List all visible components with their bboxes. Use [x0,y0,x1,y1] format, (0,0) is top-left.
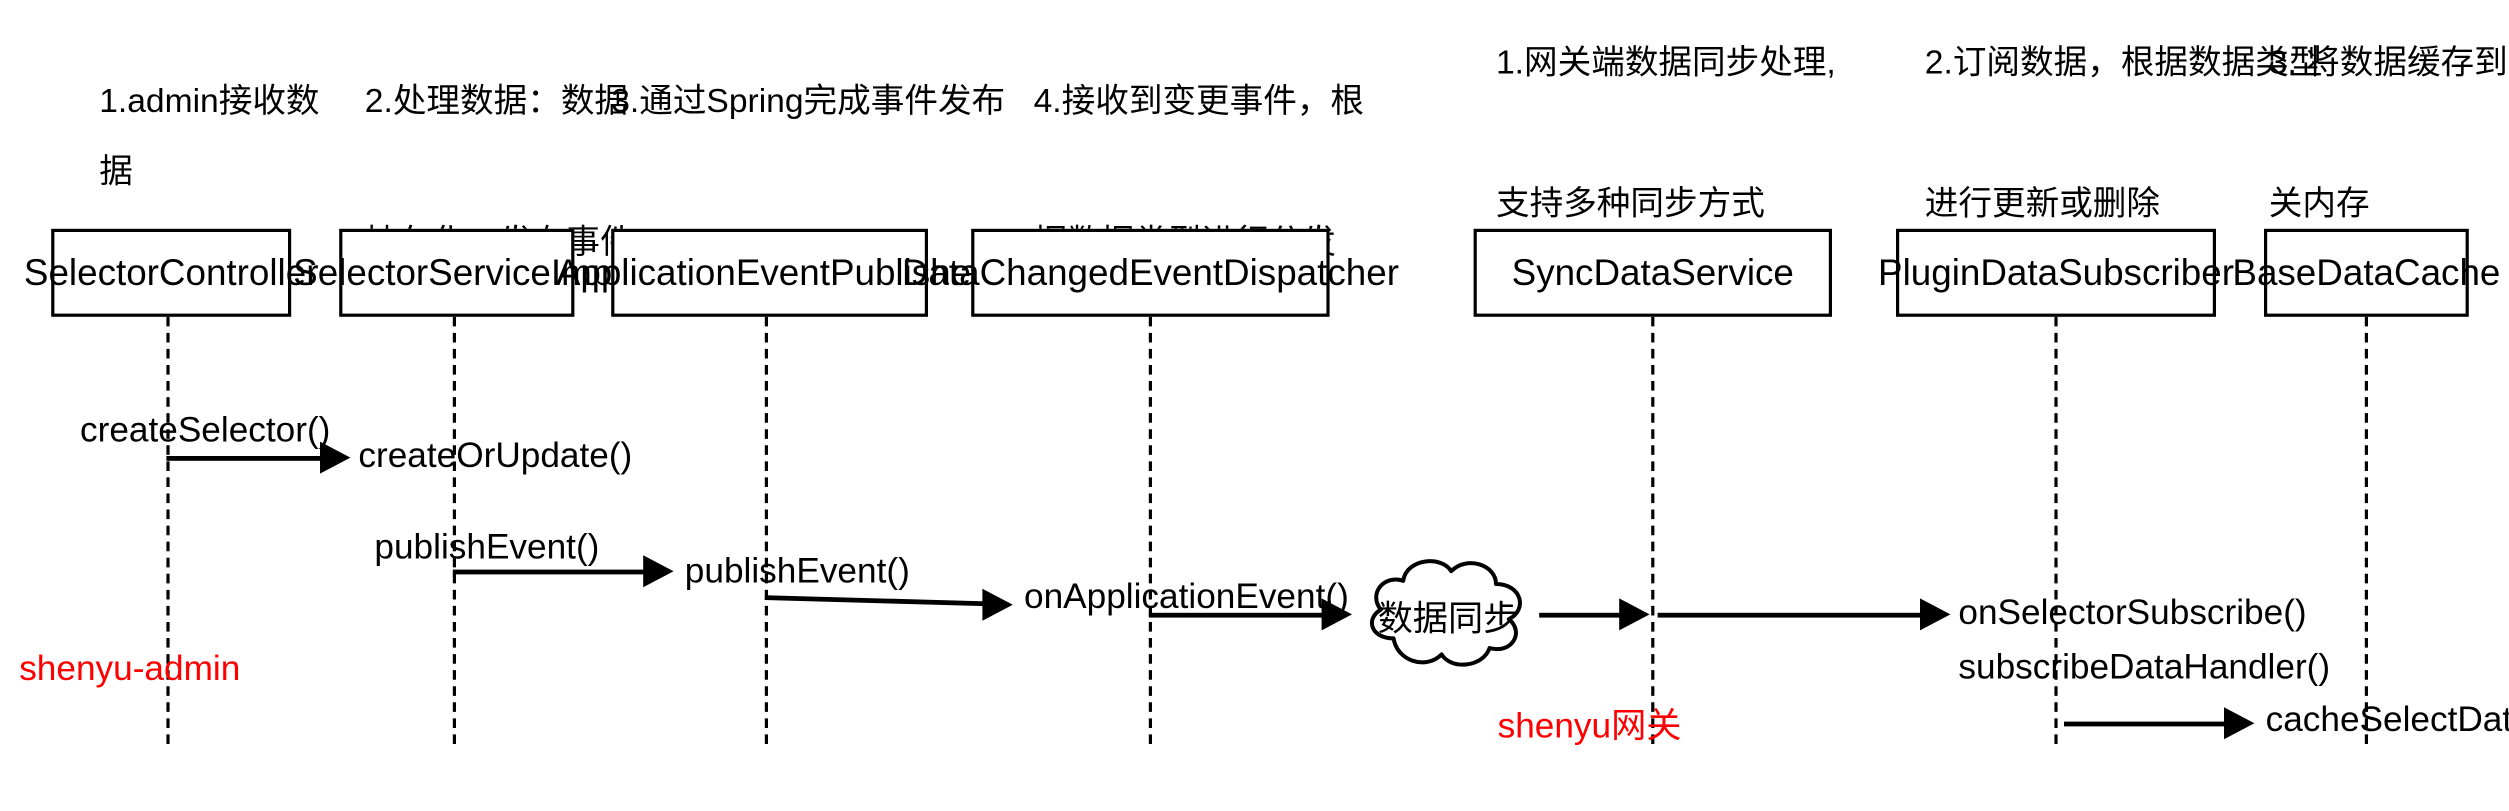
message-line-create-selector [166,456,322,461]
message-label-on-selector-subscribe: onSelectorSubscribe() [1958,592,2307,632]
message-arrowhead-publish-event-1 [643,555,674,588]
annotation-note-6: 2.订阅数据，根据数据类型 进行更新或删除 [1924,44,2323,223]
participant-label: BaseDataCache [2232,251,2501,293]
participant-sync-data-service[interactable]: SyncDataService [1473,228,1832,317]
lifeline-base-data-cache [2364,316,2368,744]
message-label-create-or-update: createOrUpdate() [358,435,633,476]
message-line-sync-to-subscriber [1657,612,1922,618]
participant-application-event-publisher[interactable]: ApplicationEventPublisher [556,228,983,317]
lifeline-selector-service-impl [452,316,456,744]
lifeline-data-changed-event-dispatcher [1148,316,1152,744]
participant-selector-service-impl[interactable]: SelectorServiceImpl [293,228,620,317]
annotation-note-5: 1.网关端数据同步处理, 支持多种同步方式 [1496,44,1836,223]
participant-label: DataChangedEventDispatcher [901,251,1399,293]
annotation-note-3: 3.通过Spring完成事件发布 [611,83,1006,120]
participant-data-changed-event-dispatcher[interactable]: DataChangedEventDispatcher [902,228,1399,317]
zone-label-shenyu-gateway: shenyu网关 [1497,705,1682,746]
cloud-label: 数据同步 [1377,598,1519,639]
message-arrowhead-to-cloud [1321,598,1352,631]
message-line-to-cloud [1148,612,1325,618]
lifeline-sync-data-service [1651,316,1655,744]
message-label-subscribe-data-handler: subscribeDataHandler() [1958,646,2331,687]
message-arrowhead-create-selector [320,441,351,474]
message-label-cache-select-data: cacheSelectData() [2265,699,2509,740]
message-arrowhead-publish-event-2 [982,588,1013,621]
participant-label: SelectorServiceImpl [293,251,621,293]
message-line-cache-select-data [2064,721,2226,727]
lifeline-application-event-publisher [764,316,768,744]
participant-base-data-cache[interactable]: BaseDataCache [2232,228,2500,317]
annotation-note-1: 1.admin接收数 据 [99,83,320,191]
lifeline-plugin-data-subscriber [2054,316,2058,744]
annotation-note-7: 3. 将数据缓存到网 关内存 [2268,44,2509,223]
message-line-cloud-to-sync [1539,612,1623,618]
participant-label: PluginDataSubscriber [1878,251,2234,293]
message-label-on-application-event: onApplicationEvent() [1024,576,1349,616]
message-label-publish-event-source: publishEvent() [374,526,600,567]
participant-label: SyncDataService [1511,251,1794,293]
message-arrowhead-cloud-to-sync [1619,598,1650,631]
participant-label: ApplicationEventPublisher [555,251,984,293]
participant-selector-controller[interactable]: SelectorController [24,228,318,317]
message-label-publish-event-target: publishEvent() [684,550,910,591]
data-sync-cloud: 数据同步 [1352,549,1544,680]
message-arrowhead-cache-select-data [2224,707,2255,740]
message-line-publish-event-1 [452,569,645,575]
message-arrowhead-sync-to-subscriber [1920,598,1951,631]
cloud-icon [1369,559,1522,667]
participant-label: SelectorController [23,251,319,293]
message-line-publish-event-2 [764,595,986,607]
lifeline-selector-controller [166,316,170,744]
message-label-create-selector: createSelector() [80,409,331,450]
zone-label-shenyu-admin: shenyu-admin [19,648,241,688]
participant-plugin-data-subscriber[interactable]: PluginDataSubscriber [1878,228,2234,317]
